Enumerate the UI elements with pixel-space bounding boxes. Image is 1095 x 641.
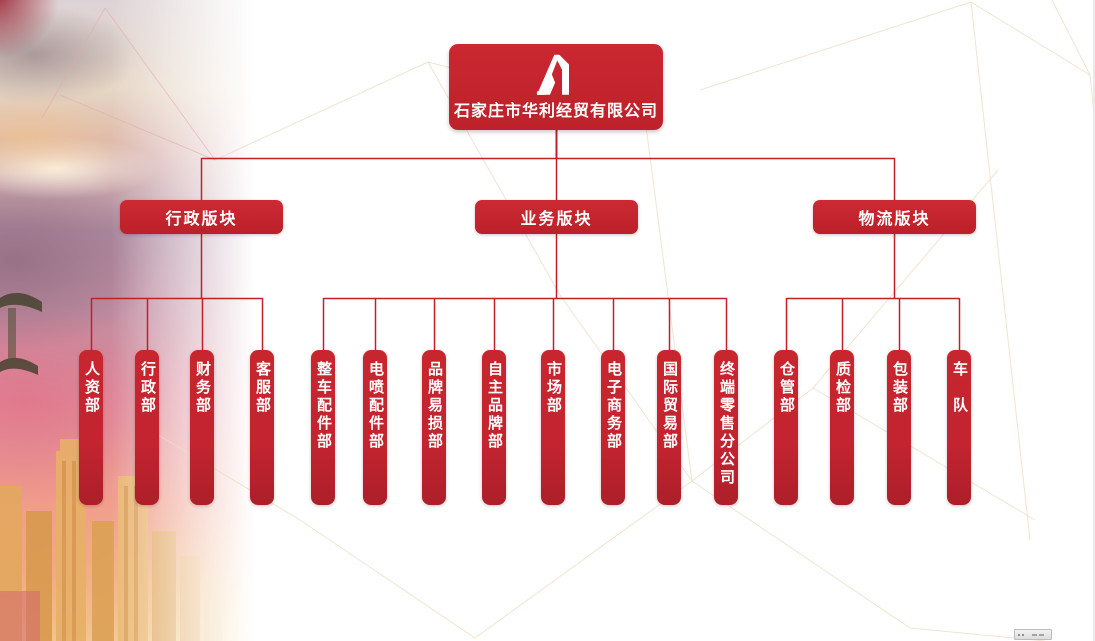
company-name: 石家庄市华利经贸有限公司 (453, 103, 658, 120)
dept-bar: 整车配件部 (311, 350, 335, 505)
right-edge-strip (1093, 0, 1095, 641)
root-node: 石家庄市华利经贸有限公司 (449, 44, 663, 130)
dept-label: 国际贸易部 (661, 361, 678, 451)
dept-bar: 终端零售分公司 (714, 350, 738, 505)
section-header-business: 业务版块 (475, 200, 638, 234)
dept-bar: 电子商务部 (601, 350, 625, 505)
dept-bar: 客服部 (250, 350, 274, 505)
dot-icon (1022, 633, 1024, 636)
dept-bar: 质检部 (830, 350, 854, 505)
dept-bar: 财务部 (190, 350, 214, 505)
dept-bar: 国际贸易部 (657, 350, 681, 505)
mini-scrollbar[interactable] (1014, 629, 1052, 640)
dept-bar: 自主品牌部 (482, 350, 506, 505)
dept-label: 电喷配件部 (367, 361, 384, 451)
dept-label: 财务部 (194, 361, 211, 415)
dept-bar: 仓管部 (774, 350, 798, 505)
dept-label: 人资部 (83, 361, 100, 415)
dept-label: 车 队 (951, 361, 968, 415)
section-header-admin: 行政版块 (120, 200, 283, 234)
dept-bar: 品牌易损部 (422, 350, 446, 505)
dot-icon (1018, 633, 1020, 636)
dept-bar: 市场部 (541, 350, 565, 505)
dept-label: 包装部 (891, 361, 908, 415)
dept-label: 终端零售分公司 (718, 361, 735, 487)
city-skyline-image (0, 439, 222, 641)
dash-icon (1039, 633, 1044, 636)
dept-label: 自主品牌部 (486, 361, 503, 451)
dash-icon (1032, 633, 1037, 636)
section-label: 物流版块 (858, 211, 931, 228)
section-label: 业务版块 (520, 211, 593, 228)
dept-label: 仓管部 (778, 361, 795, 415)
dept-bar: 包装部 (887, 350, 911, 505)
dept-label: 市场部 (545, 361, 562, 415)
spacer (1026, 634, 1030, 636)
dept-label: 质检部 (834, 361, 851, 415)
dept-label: 整车配件部 (315, 361, 332, 451)
section-label: 行政版块 (165, 211, 238, 228)
dept-label: 电子商务部 (605, 361, 622, 451)
dept-label: 行政部 (139, 361, 156, 415)
pagoda-roof-image (0, 292, 42, 375)
dept-label: 客服部 (254, 361, 271, 415)
section-header-logistics: 物流版块 (813, 200, 976, 234)
dept-bar: 电喷配件部 (363, 350, 387, 505)
dept-label: 品牌易损部 (426, 361, 443, 451)
background-photo (0, 0, 265, 641)
company-logo-icon (536, 54, 569, 95)
dept-bar: 行政部 (135, 350, 159, 505)
dept-bar: 车 队 (947, 350, 971, 505)
dept-bar: 人资部 (79, 350, 103, 505)
